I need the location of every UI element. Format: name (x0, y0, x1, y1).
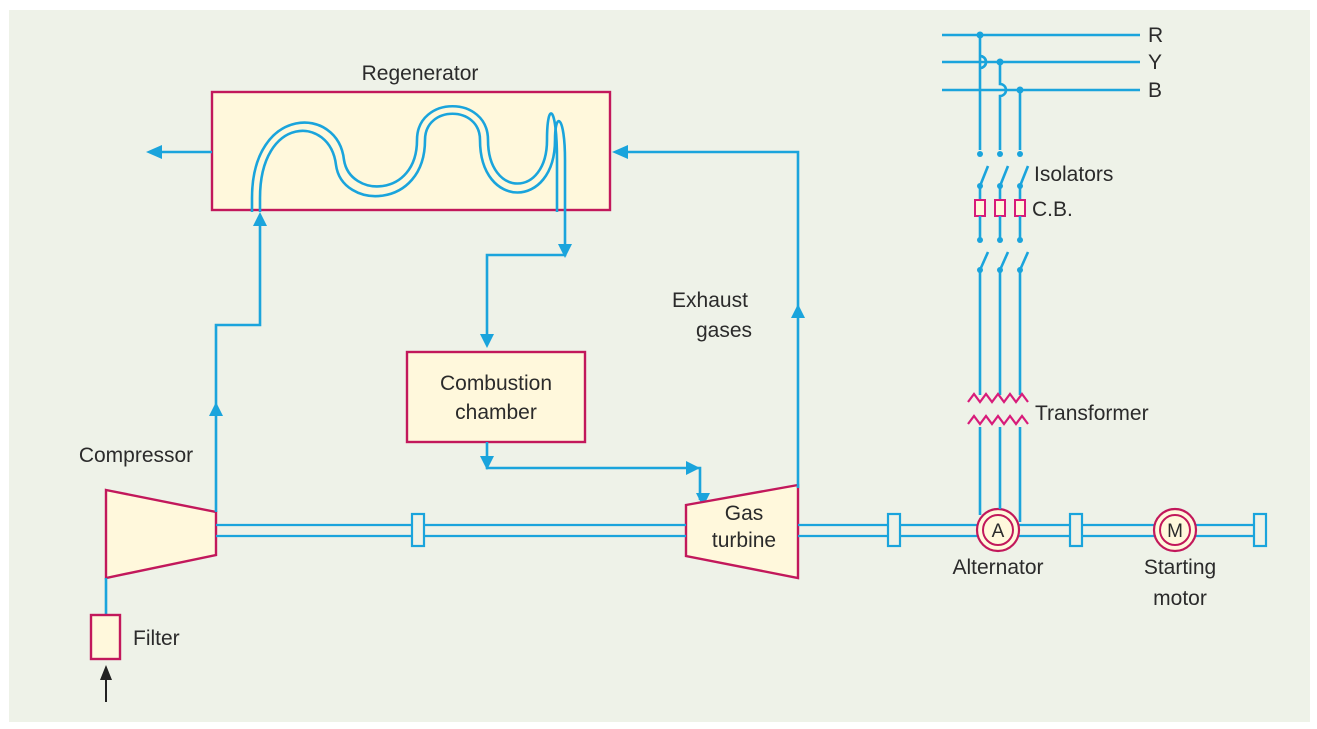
combustion-chamber-box (405, 350, 587, 444)
combustion-chamber-label-1: Combustion (440, 372, 552, 395)
hop-r (979, 54, 988, 70)
coupling-1 (410, 512, 426, 548)
hot-gas-pipe (485, 442, 702, 500)
hot-gas-arrow-2 (686, 461, 700, 475)
circuit-breaker-label: C.B. (1032, 198, 1073, 221)
exhaust-gas-arrow-up (791, 304, 805, 318)
compressed-air-pipe (214, 218, 262, 512)
shaft-end (1252, 512, 1268, 548)
alternator-label: Alternator (952, 556, 1043, 579)
exhaust-gas-pipe (620, 150, 800, 488)
regenerator-coil-inner (250, 105, 559, 212)
exhaust-gases-label-1: Exhaust (672, 289, 748, 312)
gas-turbine-label-1: Gas (725, 502, 764, 525)
combustion-inlet-arrow (480, 334, 494, 348)
isolators-upper (977, 151, 1030, 189)
regenerator-label: Regenerator (362, 62, 479, 85)
isolators-lower (977, 237, 1030, 273)
transformer-symbol (967, 392, 1029, 426)
motor-inner (1159, 514, 1191, 546)
compressor-shape (104, 488, 218, 580)
motor-symbol: M (1167, 521, 1183, 542)
heated-air-pipe (485, 212, 567, 335)
coupling-2 (886, 512, 902, 548)
gas-turbine-shape (684, 483, 800, 580)
coupling-3 (1068, 512, 1084, 548)
transformer-label: Transformer (1035, 402, 1149, 425)
exhaust-gases-label-2: gases (696, 319, 752, 342)
gas-turbine-label-2: turbine (712, 529, 776, 552)
regenerator-inlet-arrow (253, 212, 267, 226)
regenerator-coil (258, 112, 567, 212)
compressor-label: Compressor (79, 444, 193, 467)
combustion-chamber-label-2: chamber (455, 401, 537, 424)
starting-motor-label-1: Starting (1144, 556, 1216, 579)
filter-box (89, 613, 122, 661)
starting-motor-label-2: motor (1153, 587, 1207, 610)
phase-y-label: Y (1148, 51, 1162, 74)
turbine-inlet-arrow (696, 493, 710, 507)
compressed-air-arrow (209, 402, 223, 416)
filter-label: Filter (133, 627, 180, 650)
circuit-breakers (974, 199, 1026, 217)
phase-b-label: B (1148, 79, 1162, 102)
alternator-symbol: A (992, 521, 1005, 542)
conductor-y-top (998, 62, 1008, 150)
air-inlet-arrow (100, 665, 112, 680)
exhaust-outlet-arrow (146, 145, 162, 159)
alternator-inner (982, 514, 1014, 546)
isolators-label: Isolators (1034, 163, 1113, 186)
regenerator-box (210, 90, 612, 212)
heated-air-arrow-down (558, 244, 572, 258)
phase-r-label: R (1148, 24, 1163, 47)
hot-gas-arrow-1 (480, 456, 494, 470)
regenerator-exhaust-inlet-arrow (612, 145, 628, 159)
